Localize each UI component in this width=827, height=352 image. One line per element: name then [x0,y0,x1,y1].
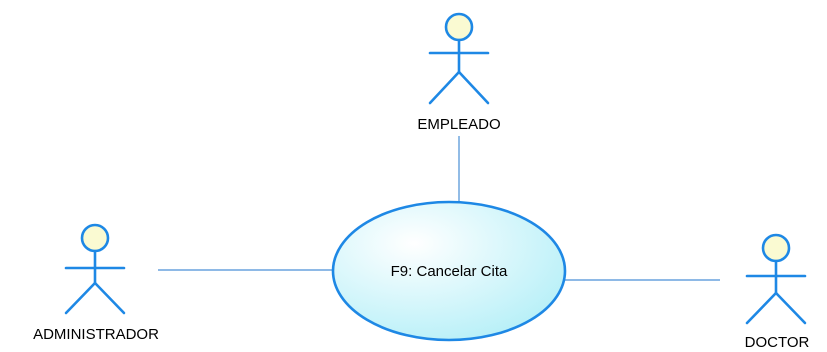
stick-figure-icon [745,233,807,325]
actor-head [761,233,791,263]
stick-figure-icon [64,223,126,315]
actor-label-doctor: DOCTOR [745,334,810,351]
actor-doctor[interactable]: DOCTOR [745,233,810,351]
use-case-label: F9: Cancelar Cita [391,263,508,280]
use-case-cancelar-cita[interactable]: F9: Cancelar Cita [331,200,567,342]
stick-figure-icon [428,12,490,105]
actor-head [444,12,474,42]
actor-label-administrador: ADMINISTRADOR [33,326,159,343]
actor-administrador[interactable]: ADMINISTRADOR [33,223,159,343]
actor-empleado[interactable]: EMPLEADO [417,12,501,133]
use-case-ellipse[interactable] [331,200,567,342]
actor-head [80,223,110,253]
actor-label-empleado: EMPLEADO [417,116,500,133]
